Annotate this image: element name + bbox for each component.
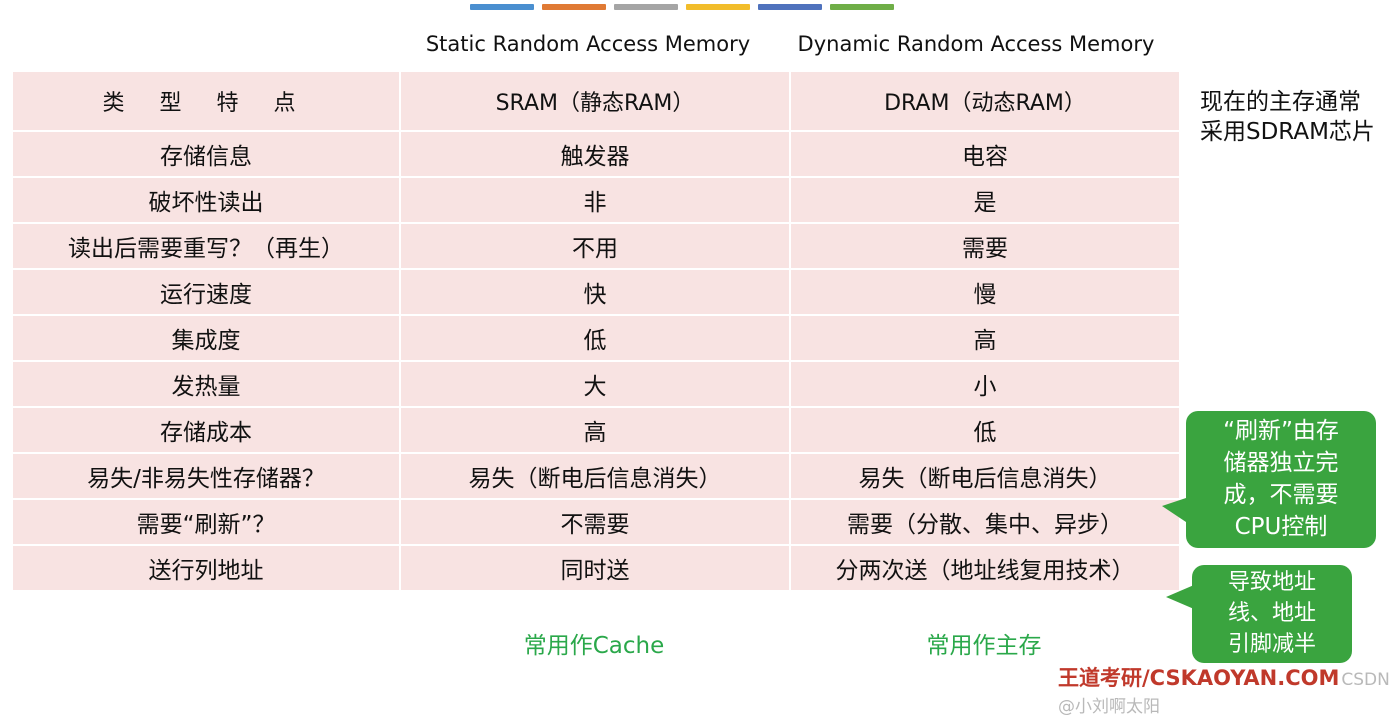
callout-line: “刷新”由存 [1223,418,1339,444]
row-sram-value: 大 [399,360,791,408]
row-sram-value: 快 [399,268,791,316]
row-sram-value: 易失（断电后信息消失） [399,452,791,500]
dram-full-name: Dynamic Random Access Memory [797,32,1155,56]
callout-line: 引脚减半 [1227,632,1316,657]
table-row: 运行速度 快 慢 [11,268,1181,316]
callout-line: 线、地址 [1227,601,1316,626]
table-header-row: 类 型 特 点 SRAM（静态RAM） DRAM（动态RAM） [11,70,1181,132]
row-dram-value: 分两次送（地址线复用技术） [789,544,1181,592]
row-feature: 需要“刷新”？ [11,498,401,546]
callout-pointer [1162,496,1192,526]
callout-line: 储器独立完 [1223,450,1339,476]
row-feature: 集成度 [11,314,401,362]
row-feature: 送行列地址 [11,544,401,592]
color-strip [470,4,894,10]
strip-bar-6 [830,4,894,10]
row-dram-value: 小 [789,360,1181,408]
table-row: 需要“刷新”？ 不需要 需要（分散、集中、异步） [11,498,1181,546]
table-row: 存储信息 触发器 电容 [11,130,1181,178]
row-dram-value: 低 [789,406,1181,454]
refresh-callout: “刷新”由存 储器独立完 成，不需要 CPU控制 [1162,411,1376,548]
table-row: 发热量 大 小 [11,360,1181,408]
header-feature: 类 型 特 点 [11,70,401,132]
row-feature: 存储信息 [11,130,401,178]
dram-usage-label: 常用作主存 [926,633,1042,659]
row-sram-value: 不用 [399,222,791,270]
row-dram-value: 电容 [789,130,1181,178]
strip-bar-2 [542,4,606,10]
table-row: 读出后需要重写？（再生） 不用 需要 [11,222,1181,270]
row-feature: 破坏性读出 [11,176,401,224]
row-feature: 易失/非易失性存储器？ [11,452,401,500]
sram-full-name: Static Random Access Memory [425,32,751,56]
strip-bar-1 [470,4,534,10]
row-sram-value: 触发器 [399,130,791,178]
header-sram: SRAM（静态RAM） [399,70,791,132]
comparison-table: 类 型 特 点 SRAM（静态RAM） DRAM（动态RAM） 存储信息 触发器… [11,70,1181,592]
row-sram-value: 非 [399,176,791,224]
sram-usage-label: 常用作Cache [523,633,665,659]
table-row: 破坏性读出 非 是 [11,176,1181,224]
strip-bar-4 [686,4,750,10]
row-feature: 发热量 [11,360,401,408]
row-dram-value: 易失（断电后信息消失） [789,452,1181,500]
row-feature: 运行速度 [11,268,401,316]
callout-line: 成，不需要 [1223,482,1339,508]
table-row: 送行列地址 同时送 分两次送（地址线复用技术） [11,544,1181,592]
table-row: 易失/非易失性存储器？ 易失（断电后信息消失） 易失（断电后信息消失） [11,452,1181,500]
callout-pointer [1166,585,1194,609]
callout-line: CPU控制 [1234,514,1328,540]
row-dram-value: 是 [789,176,1181,224]
row-sram-value: 高 [399,406,791,454]
header-dram: DRAM（动态RAM） [789,70,1181,132]
row-sram-value: 同时送 [399,544,791,592]
row-dram-value: 高 [789,314,1181,362]
row-dram-value: 需要 [789,222,1181,270]
row-dram-value: 需要（分散、集中、异步） [789,498,1181,546]
table-row: 存储成本 高 低 [11,406,1181,454]
strip-bar-5 [758,4,822,10]
row-feature: 存储成本 [11,406,401,454]
strip-bar-3 [614,4,678,10]
row-sram-value: 不需要 [399,498,791,546]
row-feature: 读出后需要重写？（再生） [11,222,401,270]
sdram-side-note: 现在的主存通常采用SDRAM芯片 [1200,89,1375,145]
watermark-brand: 王道考研/CSKAOYAN.COM [1058,666,1340,690]
row-dram-value: 慢 [789,268,1181,316]
callout-line: 导致地址 [1227,570,1316,595]
row-sram-value: 低 [399,314,791,362]
table-row: 集成度 低 高 [11,314,1181,362]
address-callout: 导致地址 线、地址 引脚减半 [1166,565,1352,663]
